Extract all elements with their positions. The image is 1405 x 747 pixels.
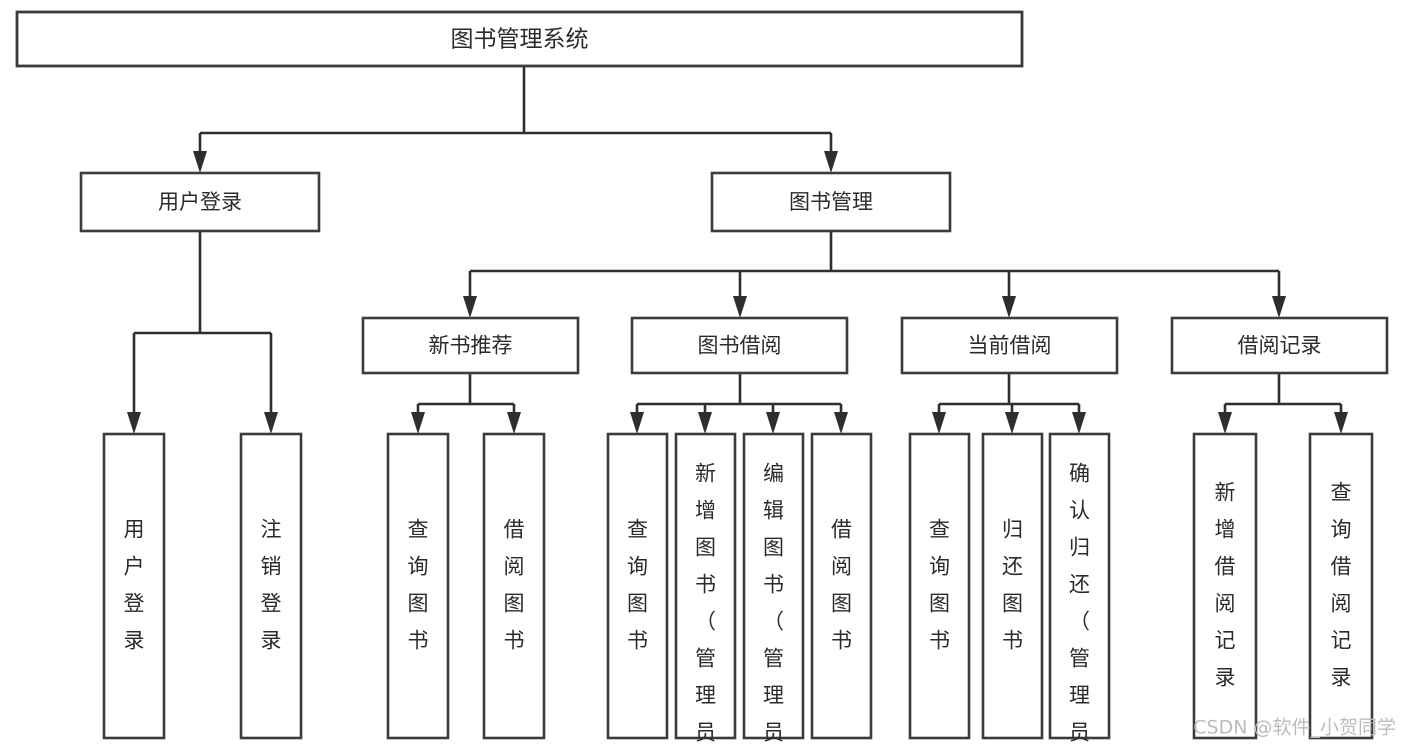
watermark-layer: CSDN @软件_小贺同学 — [1193, 717, 1396, 739]
csdn-watermark: CSDN @软件_小贺同学 — [1193, 717, 1396, 739]
node-box[interactable] — [630, 316, 849, 375]
node-layer: 图书管理系统用户登录图书管理新书推荐图书借阅当前借阅借阅记录用户登录注销登录查询… — [15, 10, 1389, 747]
node-label: 新书推荐 — [429, 334, 513, 358]
node-label: 查询借阅记录 — [1331, 481, 1352, 690]
arrowhead-icon — [1334, 412, 1348, 434]
arrowhead-icon — [733, 296, 747, 318]
arrowhead-icon — [264, 412, 278, 434]
node-label: 注销登录 — [261, 518, 282, 653]
node-box[interactable] — [710, 171, 952, 233]
arrowhead-icon — [193, 151, 207, 173]
arrowhead-icon — [1002, 296, 1016, 318]
leaf-注销登录[interactable]: 注销登录 — [239, 432, 303, 740]
node-label: 借阅记录 — [1238, 334, 1322, 358]
arrowhead-icon — [834, 412, 848, 434]
node-box[interactable] — [742, 432, 805, 740]
leaf-确认归还管理员[interactable]: 确认归还（管理员） — [1048, 432, 1111, 747]
arrowhead-icon — [1218, 412, 1232, 434]
connector-layer — [127, 66, 1348, 434]
arrowhead-icon — [1005, 412, 1019, 434]
connector-group-用户登录 — [127, 231, 278, 434]
node-box[interactable] — [810, 432, 873, 740]
node-label: 查询图书 — [929, 518, 950, 653]
leaf-归还图书[interactable]: 归还图书 — [981, 432, 1044, 740]
connector-group-借阅记录 — [1218, 373, 1348, 434]
node-box[interactable] — [482, 432, 546, 740]
node-label: 借阅图书 — [504, 518, 525, 653]
connector-group-图书管理系统 — [193, 66, 838, 173]
node-label: 归还图书 — [1002, 518, 1023, 653]
node-box[interactable] — [79, 171, 321, 233]
node-label: 用户登录 — [158, 190, 242, 214]
connector-group-当前借阅 — [932, 373, 1086, 434]
node-box[interactable] — [15, 10, 1024, 68]
node-图书借阅[interactable]: 图书借阅 — [630, 316, 849, 375]
arrowhead-icon — [463, 296, 477, 318]
leaf-新增图书管理员[interactable]: 新增图书（管理员） — [674, 432, 737, 747]
leaf-新增借阅记录[interactable]: 新增借阅记录 — [1192, 432, 1258, 740]
node-当前借阅[interactable]: 当前借阅 — [900, 316, 1119, 375]
node-label: 新增图书（管理员） — [695, 462, 716, 747]
connector-group-新书推荐 — [411, 373, 521, 434]
node-label: 图书借阅 — [698, 334, 782, 358]
node-用户登录[interactable]: 用户登录 — [79, 171, 321, 233]
node-label: 图书管理 — [789, 190, 873, 214]
arrowhead-icon — [932, 412, 946, 434]
node-label: 借阅图书 — [831, 518, 852, 653]
node-label: 查询图书 — [627, 518, 648, 653]
connector-group-图书借阅 — [630, 373, 848, 434]
arrowhead-icon — [824, 151, 838, 173]
node-label: 用户登录 — [124, 518, 145, 653]
node-box[interactable] — [239, 432, 303, 740]
node-label: 查询图书 — [408, 518, 429, 653]
node-图书管理[interactable]: 图书管理 — [710, 171, 952, 233]
node-借阅记录[interactable]: 借阅记录 — [1170, 316, 1389, 375]
leaf-查询借阅记录[interactable]: 查询借阅记录 — [1308, 432, 1374, 740]
leaf-借阅图书[interactable]: 借阅图书 — [810, 432, 873, 740]
arrowhead-icon — [507, 412, 521, 434]
node-box[interactable] — [908, 432, 971, 740]
leaf-用户登录[interactable]: 用户登录 — [102, 432, 166, 740]
node-label: 当前借阅 — [968, 334, 1052, 358]
node-label: 编辑图书（管理员） — [763, 462, 784, 747]
arrowhead-icon — [127, 412, 141, 434]
arrowhead-icon — [1072, 412, 1086, 434]
leaf-借阅图书[interactable]: 借阅图书 — [482, 432, 546, 740]
node-box[interactable] — [102, 432, 166, 740]
node-box[interactable] — [361, 316, 580, 375]
arrowhead-icon — [411, 412, 425, 434]
arrowhead-icon — [630, 412, 644, 434]
leaf-查询图书[interactable]: 查询图书 — [606, 432, 669, 740]
arrowhead-icon — [698, 412, 712, 434]
node-label: 确认归还（管理员） — [1069, 462, 1090, 747]
node-box[interactable] — [981, 432, 1044, 740]
connector-group-图书管理 — [463, 231, 1286, 318]
node-box[interactable] — [1192, 432, 1258, 740]
leaf-编辑图书管理员[interactable]: 编辑图书（管理员） — [742, 432, 805, 747]
node-box[interactable] — [1308, 432, 1374, 740]
arrowhead-icon — [766, 412, 780, 434]
leaf-查询图书[interactable]: 查询图书 — [386, 432, 450, 740]
node-box[interactable] — [900, 316, 1119, 375]
arrowhead-icon — [1272, 296, 1286, 318]
node-新书推荐[interactable]: 新书推荐 — [361, 316, 580, 375]
node-box[interactable] — [674, 432, 737, 740]
node-box[interactable] — [386, 432, 450, 740]
leaf-查询图书[interactable]: 查询图书 — [908, 432, 971, 740]
node-box[interactable] — [606, 432, 669, 740]
node-label: 新增借阅记录 — [1215, 481, 1236, 690]
node-label: 图书管理系统 — [451, 27, 589, 53]
node-box[interactable] — [1170, 316, 1389, 375]
node-box[interactable] — [1048, 432, 1111, 740]
root-图书管理系统[interactable]: 图书管理系统 — [15, 10, 1024, 68]
